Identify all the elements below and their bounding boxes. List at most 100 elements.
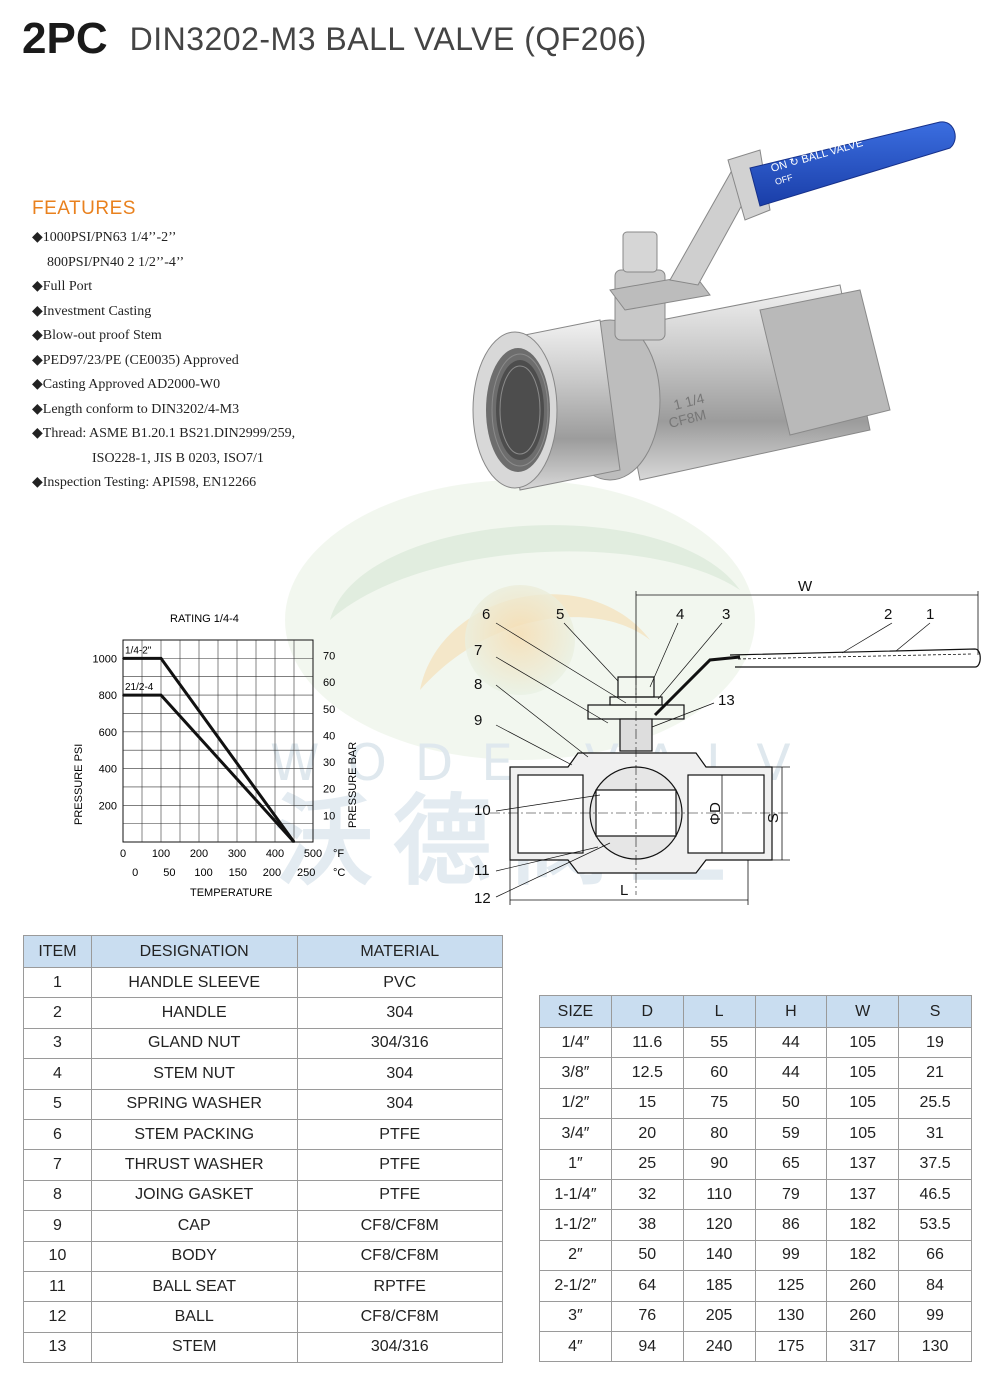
body-mark-size: 1 1/4	[672, 390, 706, 413]
table-cell: 11	[23, 1270, 92, 1303]
series-label: 1/4-2"	[125, 645, 152, 656]
table-cell: 11.6	[610, 1026, 684, 1059]
table-cell: CF8/CF8M	[296, 1240, 503, 1272]
table-cell: 137	[826, 1148, 900, 1180]
col-header: ITEM	[23, 935, 92, 968]
series-point	[122, 657, 124, 660]
y-tick-bar: 10	[323, 810, 335, 822]
table-cell: 9	[23, 1210, 92, 1242]
table-cell: 185	[682, 1270, 756, 1302]
section-label-1: 1	[926, 606, 934, 623]
y-tick-bar: 50	[323, 704, 335, 716]
feature-item: ◆Casting Approved AD2000-W0	[32, 377, 221, 392]
table-cell: STEM PACKING	[90, 1118, 298, 1151]
y-tick-psi: 200	[99, 800, 117, 812]
handle-off-text: OFF	[774, 172, 795, 187]
features-heading: FEATURES	[32, 198, 136, 219]
table-cell: 13	[23, 1331, 92, 1364]
series-point	[293, 841, 295, 843]
section-label-13: 13	[718, 692, 735, 709]
table-cell: 20	[610, 1118, 684, 1150]
table-cell: STEM	[90, 1331, 298, 1364]
table-cell: 79	[754, 1178, 828, 1211]
table-cell: 105	[826, 1057, 900, 1089]
col-header: H	[754, 995, 828, 1028]
section-label-11: 11	[474, 862, 490, 879]
table-cell: 60	[682, 1057, 756, 1089]
table-cell: 50	[754, 1087, 828, 1120]
y-axis-label-left: PRESSURE PSI	[73, 744, 85, 825]
table-cell: 99	[898, 1300, 972, 1332]
table-cell: 4″	[539, 1330, 612, 1363]
table-cell: 55	[682, 1026, 756, 1059]
table-cell: JOING GASKET	[90, 1179, 298, 1212]
x-unit-f: °F	[333, 848, 344, 860]
table-cell: 182	[826, 1209, 900, 1241]
table-cell: 46.5	[898, 1178, 972, 1211]
table-cell: 130	[754, 1300, 828, 1332]
section-label-4: 4	[676, 606, 684, 623]
x-tick-f: 200	[190, 848, 208, 860]
section-label-10: 10	[474, 802, 491, 819]
table-cell: 137	[826, 1178, 900, 1211]
table-cell: 84	[898, 1270, 972, 1302]
table-cell: 90	[682, 1148, 756, 1180]
section-label-3: 3	[722, 606, 730, 623]
table-cell: 2	[23, 997, 92, 1029]
table-cell: 175	[754, 1330, 828, 1363]
table-cell: 19	[898, 1026, 972, 1059]
section-drawing: 6 5 4 3 2 1 7 8 9 10 11 12 13 W L ΦD S	[474, 578, 981, 907]
pressure-temperature-chart: RATING 1/4-42004006008001000102030405060…	[73, 613, 359, 899]
table-cell: 94	[610, 1330, 684, 1363]
table-cell: 304	[296, 1088, 503, 1120]
table-cell: 44	[754, 1026, 828, 1059]
table-cell: 64	[610, 1270, 684, 1302]
dim-s-label: S	[765, 813, 782, 823]
table-cell: 50	[610, 1239, 684, 1272]
table-cell: 37.5	[898, 1148, 972, 1180]
table-cell: 66	[898, 1239, 972, 1272]
table-cell: 105	[826, 1087, 900, 1120]
y-tick-bar: 70	[323, 651, 335, 663]
section-label-6: 6	[482, 606, 490, 623]
table-cell: 65	[754, 1148, 828, 1180]
section-label-8: 8	[474, 676, 482, 693]
table-cell: CF8/CF8M	[296, 1301, 503, 1333]
table-cell: 304	[296, 1058, 503, 1090]
table-header-row: SIZE D L H W S	[539, 995, 972, 1028]
feature-item: ◆Full Port	[32, 279, 93, 294]
table-cell: 75	[682, 1087, 756, 1120]
table-cell: 3/4″	[539, 1118, 612, 1150]
table-cell: 38	[610, 1209, 684, 1241]
table-cell: CAP	[90, 1210, 298, 1242]
table-cell: 304	[296, 997, 503, 1029]
x-tick-c: 100	[194, 867, 212, 879]
x-unit-c: °C	[333, 867, 345, 879]
table-header-row: ITEM DESIGNATION MATERIAL	[23, 935, 503, 968]
chart-title: RATING 1/4-4	[170, 613, 239, 625]
table-cell: PTFE	[296, 1149, 503, 1181]
table-cell: HANDLE SLEEVE	[90, 966, 298, 999]
table-cell: 1-1/4″	[539, 1178, 612, 1211]
col-header: W	[826, 995, 900, 1028]
features-section: FEATURES ◆1000PSI/PN63 1/4’’-2’’ 800PSI/…	[32, 198, 295, 496]
table-cell: 130	[898, 1330, 972, 1363]
table-cell: 3	[23, 1027, 92, 1060]
table-cell: 80	[682, 1118, 756, 1150]
table-cell: THRUST WASHER	[90, 1149, 298, 1181]
table-cell: 12.5	[610, 1057, 684, 1089]
col-header: L	[682, 995, 756, 1028]
